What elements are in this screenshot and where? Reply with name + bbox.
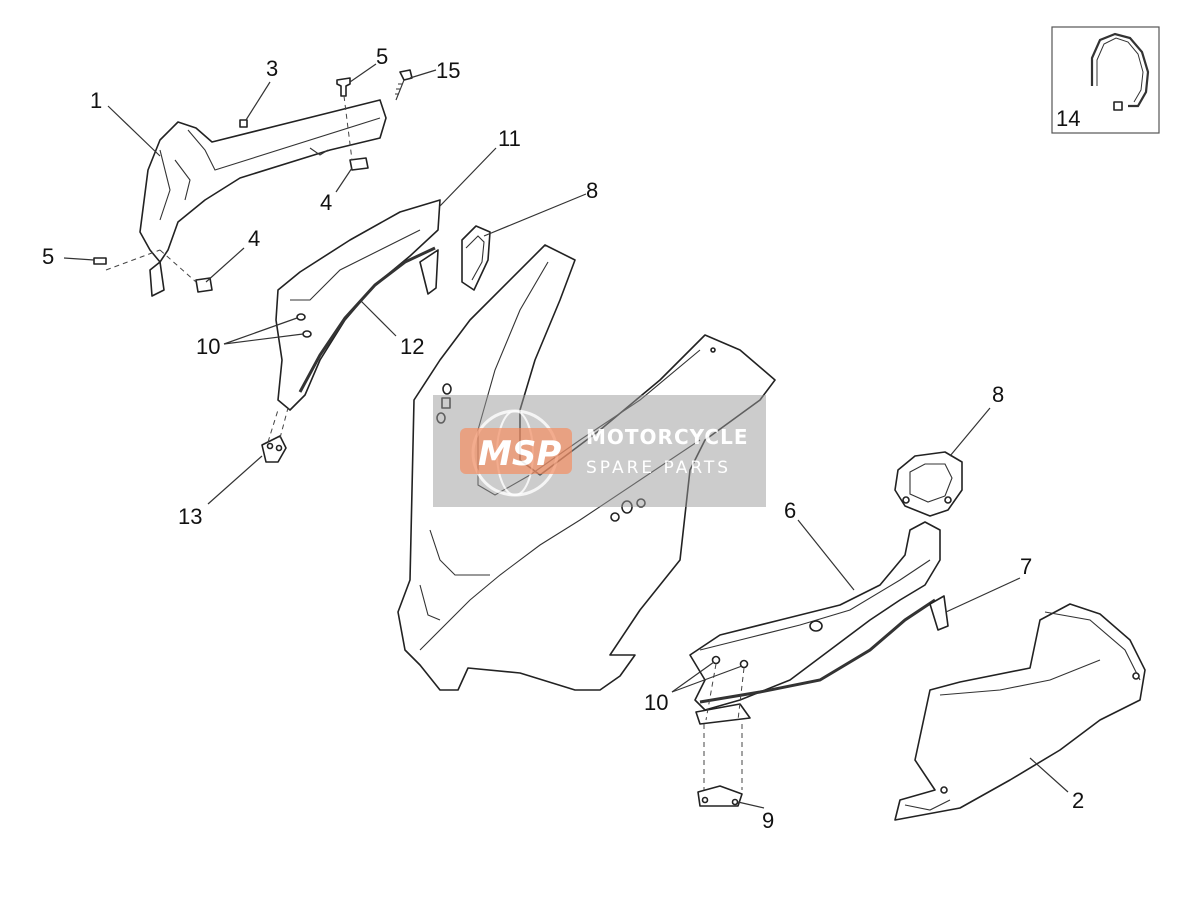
align-line — [267, 409, 279, 443]
callout-3: 3 — [266, 56, 278, 81]
callout-6: 6 — [784, 498, 796, 523]
callout-15: 15 — [436, 58, 460, 83]
leader-10-left-b — [223, 333, 304, 345]
leader-8-upper — [483, 193, 587, 237]
leader-7 — [945, 577, 1021, 613]
callout-10-right: 10 — [644, 690, 668, 715]
leader-11 — [439, 147, 497, 207]
align-line — [279, 407, 289, 439]
callout-1: 1 — [90, 88, 102, 113]
callout-8-lower: 8 — [992, 382, 1004, 407]
part-1-headlight-bracket — [139, 99, 387, 297]
callout-8-upper: 8 — [586, 178, 598, 203]
callout-9: 9 — [762, 808, 774, 833]
callout-11: 11 — [498, 126, 521, 151]
leader-2 — [1029, 757, 1069, 793]
part-13-small-bracket — [261, 435, 287, 463]
watermark-line1: MOTORCYCLE — [586, 425, 748, 449]
align-line — [705, 663, 717, 721]
leader-5-top — [349, 63, 377, 83]
leader-10-right-b — [671, 665, 743, 693]
leader-6 — [797, 519, 855, 591]
leader-9 — [737, 801, 765, 809]
leader-10-left-a — [223, 317, 298, 345]
leader-4-left — [205, 247, 245, 283]
align-line — [105, 249, 161, 271]
part-15-self-tapping-screw — [395, 69, 413, 101]
part-14-cable-tie-box — [1051, 26, 1160, 134]
callout-14: 14 — [1056, 106, 1080, 131]
part-3-screw — [239, 119, 248, 128]
watermark-line2: SPARE PARTS — [586, 458, 731, 478]
align-line — [159, 249, 197, 283]
leader-12 — [359, 299, 397, 337]
callout-4-left: 4 — [248, 226, 260, 251]
leader-15 — [409, 69, 437, 79]
part-6-right-duct — [689, 521, 941, 711]
part-4-clip-top — [349, 157, 369, 171]
watermark-logo-text: MSP — [478, 434, 561, 474]
part-5-screw-left — [93, 257, 107, 265]
callout-4-top: 4 — [320, 190, 332, 215]
part-12-left-duct-seal — [298, 246, 439, 393]
callout-13: 13 — [178, 504, 202, 529]
leader-4-top — [335, 167, 353, 193]
callout-10-left: 10 — [196, 334, 220, 359]
watermark-logo-badge — [460, 428, 572, 474]
leader-1 — [107, 105, 161, 157]
callout-7: 7 — [1020, 554, 1032, 579]
part-7-right-duct-seal — [699, 595, 949, 704]
part-8-grommet-upper — [461, 225, 491, 291]
part-4-clip-left — [195, 277, 213, 293]
part-8-grommet-lower — [894, 451, 963, 517]
callout-2: 2 — [1072, 788, 1084, 813]
align-line — [343, 95, 353, 161]
callout-12: 12 — [400, 334, 424, 359]
leader-3 — [245, 81, 271, 121]
leader-5-left — [63, 257, 95, 261]
leader-10-right-a — [671, 661, 715, 693]
leader-13 — [207, 455, 263, 505]
part-2-side-fairing — [894, 603, 1146, 821]
callout-5-left: 5 — [42, 244, 54, 269]
callout-5-top: 5 — [376, 44, 388, 69]
watermark: MSP MOTORCYCLE SPARE PARTS — [433, 395, 766, 507]
part-9-right-bracket — [695, 655, 751, 807]
part-5-screw-top — [336, 77, 351, 97]
leader-8-lower — [949, 407, 991, 457]
